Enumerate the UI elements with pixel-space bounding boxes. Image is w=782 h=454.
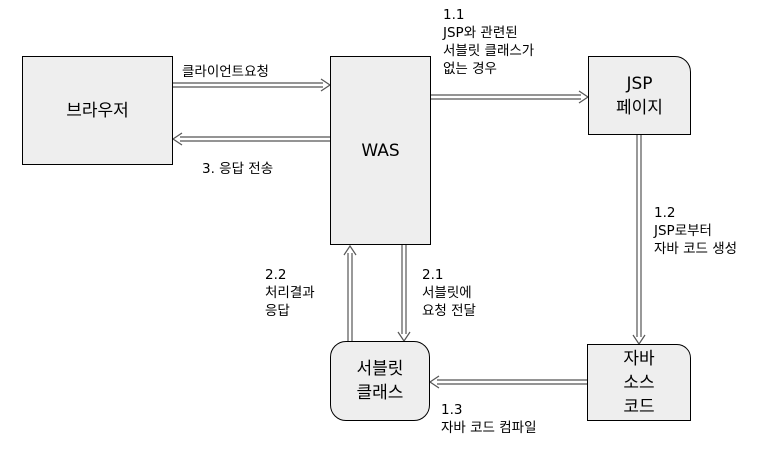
- step-2-2-label: 2.2 처리결과 응답: [265, 267, 315, 319]
- step-1-3-label: 1.3 자바 코드 컴파일: [441, 402, 537, 436]
- arrow-response: [171, 132, 330, 146]
- servlet-class-node-label: 서블릿 클래스: [356, 359, 404, 403]
- client-request-label: 클라이언트요청: [182, 64, 269, 80]
- arrow-step-2-2: [343, 244, 357, 341]
- was-node-label: WAS: [361, 140, 400, 161]
- step-2-1-label: 2.1 서블릿에 요청 전달: [422, 267, 476, 319]
- arrow-step-1-3: [428, 375, 587, 389]
- browser-node: 브라우저: [22, 56, 173, 165]
- arrow-step-1-2: [632, 135, 646, 346]
- jsp-page-node-label: JSP 페이지: [616, 73, 663, 118]
- was-node: WAS: [330, 56, 431, 245]
- response-send-label: 3. 응답 전송: [202, 161, 274, 177]
- java-source-node: 자바 소스 코드: [587, 344, 691, 421]
- step-1-1-label: 1.1 JSP와 관련된 서블릿 클래스가 없는 경우: [443, 7, 535, 77]
- step-1-2-label: 1.2 JSP로부터 자바 코드 생성: [654, 205, 738, 257]
- arrow-step-1-1: [431, 90, 590, 104]
- arrow-step-2-1: [397, 245, 411, 343]
- browser-node-label: 브라우저: [66, 100, 129, 121]
- servlet-class-node: 서블릿 클래스: [330, 341, 430, 421]
- java-source-node-label: 자바 소스 코드: [623, 348, 655, 417]
- jsp-page-node: JSP 페이지: [588, 56, 691, 135]
